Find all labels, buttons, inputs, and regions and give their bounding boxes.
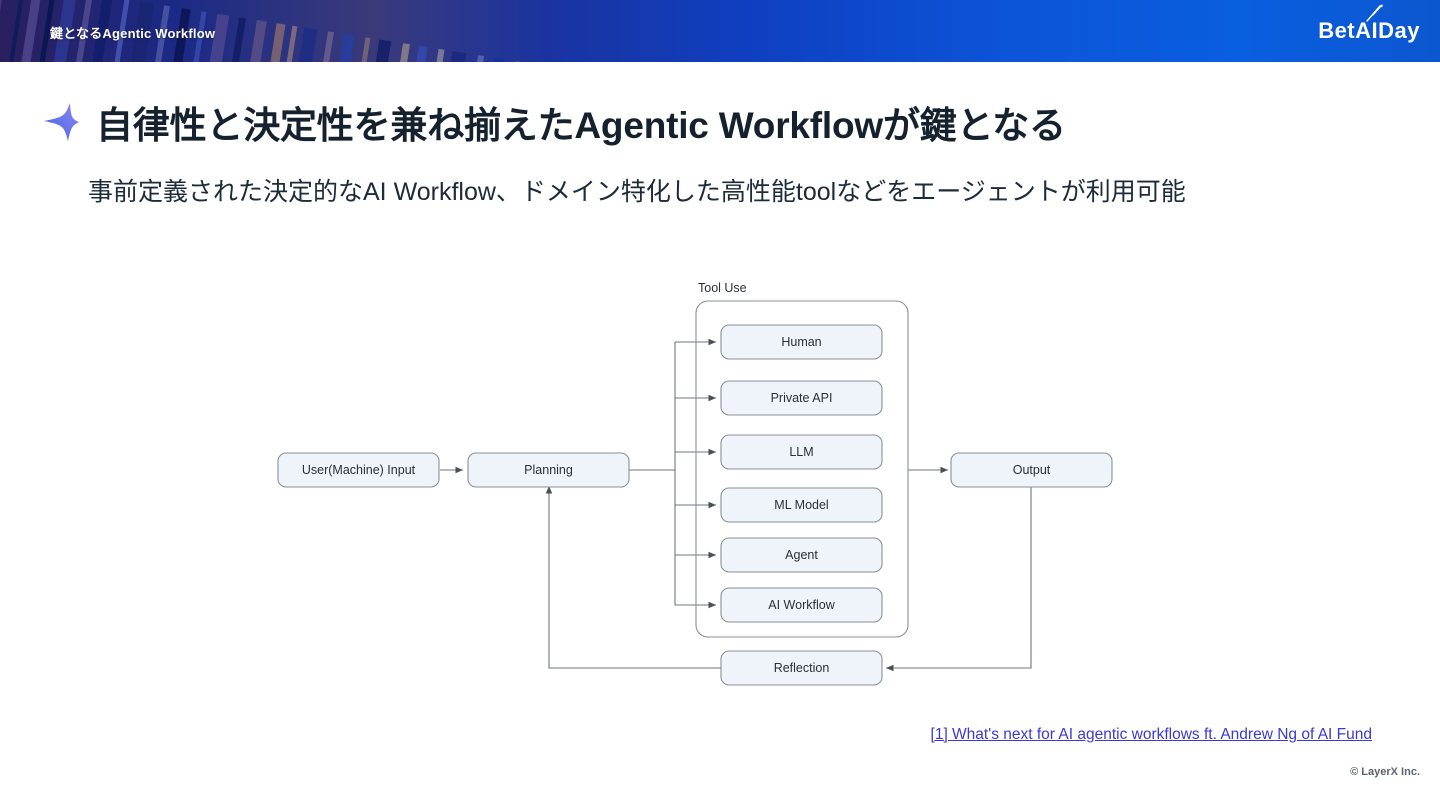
banner-breadcrumb: 鍵となるAgentic Workflow: [50, 26, 216, 41]
node-label: User(Machine) Input: [302, 463, 416, 477]
node-output[interactable]: Output: [950, 452, 1113, 488]
node-tool-agent[interactable]: Agent: [720, 537, 883, 573]
node-tool-ml-model[interactable]: ML Model: [720, 487, 883, 523]
logo-text-ai-wrap: AI: [1355, 4, 1383, 44]
node-label: Output: [1013, 463, 1051, 477]
tool-use-group-label: Tool Use: [698, 281, 747, 295]
node-planning[interactable]: Planning: [467, 452, 630, 488]
node-label: LLM: [789, 445, 813, 459]
node-label: Human: [781, 335, 821, 349]
top-banner: 鍵となるAgentic Workflow Bet AI Day: [0, 0, 1440, 62]
node-label: ML Model: [774, 498, 828, 512]
node-tool-human[interactable]: Human: [720, 324, 883, 360]
logo-swoosh-icon: [1366, 4, 1383, 22]
node-tool-llm[interactable]: LLM: [720, 434, 883, 470]
logo-text-ai: AI: [1355, 18, 1379, 43]
copyright-text: © LayerX Inc.: [1350, 766, 1420, 778]
node-label: Private API: [771, 391, 833, 405]
node-label: Agent: [785, 548, 818, 562]
node-reflection[interactable]: Reflection: [720, 650, 883, 686]
page-title-row: 自律性と決定性を兼ね揃えたAgentic Workflowが鍵となる: [38, 95, 1066, 149]
sparkle-star-icon: [44, 103, 79, 141]
logo-text-bet: Bet: [1318, 18, 1356, 43]
banner-background-graphic: [0, 0, 1440, 62]
bet-ai-day-logo: Bet AI Day: [1318, 4, 1420, 44]
node-tool-ai-workflow[interactable]: AI Workflow: [720, 587, 883, 623]
node-label: AI Workflow: [768, 598, 835, 612]
page-title: 自律性と決定性を兼ね揃えたAgentic Workflowが鍵となる: [96, 105, 1066, 146]
node-tool-private-api[interactable]: Private API: [720, 380, 883, 416]
node-user-machine-input[interactable]: User(Machine) Input: [277, 452, 440, 488]
node-label: Planning: [524, 463, 573, 477]
logo-text-day: Day: [1378, 18, 1420, 43]
node-label: Reflection: [774, 661, 830, 675]
agentic-workflow-diagram: Tool Use User(Machine) Input Planning Hu…: [0, 255, 1440, 705]
citation-link[interactable]: [1] What's next for AI agentic workflows…: [930, 726, 1372, 743]
page-subtitle: 事前定義された決定的なAI Workflow、ドメイン特化した高性能toolなど…: [88, 178, 1186, 206]
